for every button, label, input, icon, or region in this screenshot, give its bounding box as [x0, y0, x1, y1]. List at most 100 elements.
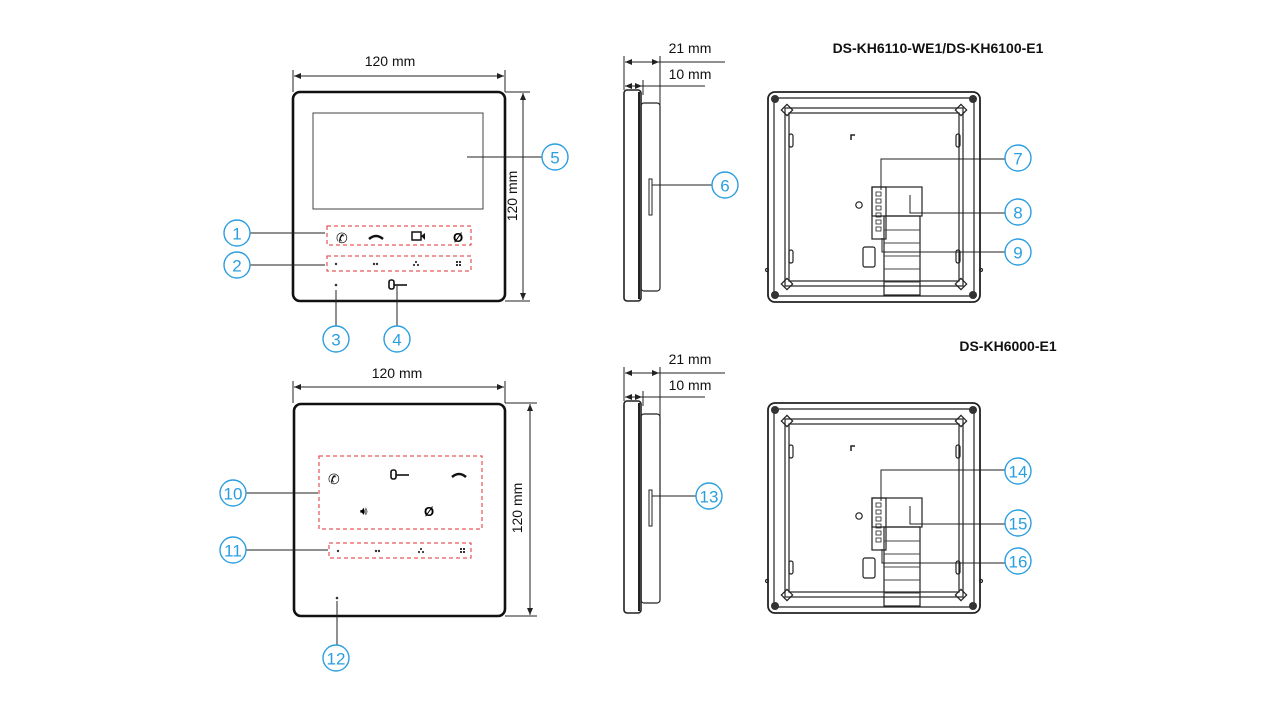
height-label-top: 120 mm	[504, 171, 520, 222]
screen	[312, 112, 484, 210]
call-icon: ✆	[336, 230, 348, 246]
mount-slot	[788, 444, 794, 459]
screw-hole	[771, 406, 779, 414]
touch-keys-area	[326, 225, 472, 246]
tf-card-slot	[648, 489, 653, 527]
svg-text:16: 16	[1009, 553, 1028, 572]
depth-body-label-bottom: 10 mm	[669, 377, 712, 393]
led-2-icon	[374, 549, 381, 553]
network-port	[862, 557, 876, 579]
svg-text:2: 2	[232, 257, 241, 276]
width-label-bottom: 120 mm	[372, 365, 423, 381]
terminal-block	[871, 186, 887, 240]
back-frame	[767, 91, 981, 303]
callout-2: 2	[223, 251, 251, 279]
svg-text:10: 10	[224, 485, 243, 504]
callout-11: 11	[219, 536, 247, 564]
unlock-key-icon	[390, 469, 409, 480]
mute-icon: Ø	[453, 230, 463, 245]
callout-numbers: 1 2 3 4 5 6 7 8 9 10 11 12 13 14 15 16	[219, 143, 1032, 672]
screw-hole	[771, 95, 779, 103]
mount-slot	[788, 560, 794, 575]
led-3-icon	[417, 547, 425, 554]
screw-hole	[969, 406, 977, 414]
mount-slot	[788, 133, 794, 148]
leader-lines	[246, 156, 1005, 645]
depth-total-label-bottom: 21 mm	[669, 351, 712, 367]
tf-card-slot	[648, 178, 653, 216]
mount-slot	[955, 133, 961, 148]
speaker-icon: 🔊︎	[360, 504, 368, 518]
video-icon	[411, 231, 425, 241]
screw-hole	[771, 602, 779, 610]
svg-text:5: 5	[550, 149, 559, 168]
led-1-icon	[334, 262, 338, 266]
touch-keys-area-bottom	[318, 455, 483, 530]
callout-12: 12	[322, 644, 350, 672]
screw-hole	[969, 95, 977, 103]
callout-1: 1	[223, 219, 251, 247]
indicator-area	[326, 255, 472, 272]
unlock-key-icon	[388, 279, 407, 290]
callout-13: 13	[695, 482, 723, 510]
svg-text:11: 11	[224, 542, 242, 561]
indicator-area-bottom	[328, 542, 472, 559]
callout-16: 16	[1004, 547, 1032, 575]
callout-10: 10	[219, 479, 247, 507]
callout-8: 8	[1004, 198, 1032, 226]
led-1-icon	[336, 549, 340, 553]
screw-hole	[855, 512, 863, 520]
model-title-bottom: DS-KH6000-E1	[959, 338, 1056, 354]
depth-total-label-top: 21 mm	[669, 40, 712, 56]
led-3-icon	[412, 260, 420, 267]
screw-hole	[771, 291, 779, 299]
svg-text:1: 1	[232, 225, 241, 244]
callout-6: 6	[711, 171, 739, 199]
led-2-icon	[372, 262, 379, 266]
svg-text:9: 9	[1013, 244, 1022, 263]
front-view-top: 120 mm 120 mm ✆ Ø	[291, 53, 530, 303]
callout-4: 4	[383, 325, 411, 353]
callout-9: 9	[1004, 238, 1032, 266]
depth-body-label-top: 10 mm	[669, 66, 712, 82]
callout-5: 5	[541, 143, 569, 171]
microphone-icon	[335, 596, 339, 600]
mount-slot	[955, 249, 961, 264]
led-4-icon	[456, 261, 461, 266]
mount-slot	[955, 444, 961, 459]
svg-text:12: 12	[327, 650, 346, 669]
back-view-bottom	[764, 402, 984, 614]
terminal-module	[871, 186, 923, 217]
callout-15: 15	[1004, 509, 1032, 537]
back-view-top	[764, 91, 984, 303]
screw-hole	[855, 201, 863, 209]
svg-text:3: 3	[331, 331, 340, 350]
height-label-bottom: 120 mm	[509, 483, 525, 534]
hangup-icon	[368, 234, 384, 240]
callout-7: 7	[1004, 144, 1032, 172]
side-view-bottom: 21 mm 10 mm	[623, 351, 725, 614]
hangup-icon	[451, 472, 467, 478]
side-view-top: 21 mm 10 mm	[623, 40, 725, 302]
svg-text:8: 8	[1013, 204, 1022, 223]
screw-hole	[969, 291, 977, 299]
mount-slot	[955, 560, 961, 575]
network-port	[862, 246, 876, 268]
screw-hole	[969, 602, 977, 610]
callout-3: 3	[322, 325, 350, 353]
led-4-icon	[460, 548, 465, 553]
terminal-block	[871, 497, 887, 551]
svg-text:14: 14	[1009, 463, 1028, 482]
call-icon: ✆	[328, 471, 340, 487]
svg-text:6: 6	[720, 177, 729, 196]
svg-text:7: 7	[1013, 150, 1022, 169]
terminal-module	[871, 497, 923, 528]
back-frame	[767, 402, 981, 614]
mute-icon: Ø	[424, 504, 434, 519]
svg-text:4: 4	[392, 331, 401, 350]
mount-slot	[788, 249, 794, 264]
microphone-icon	[334, 283, 338, 287]
callout-14: 14	[1004, 457, 1032, 485]
svg-text:13: 13	[700, 488, 719, 507]
